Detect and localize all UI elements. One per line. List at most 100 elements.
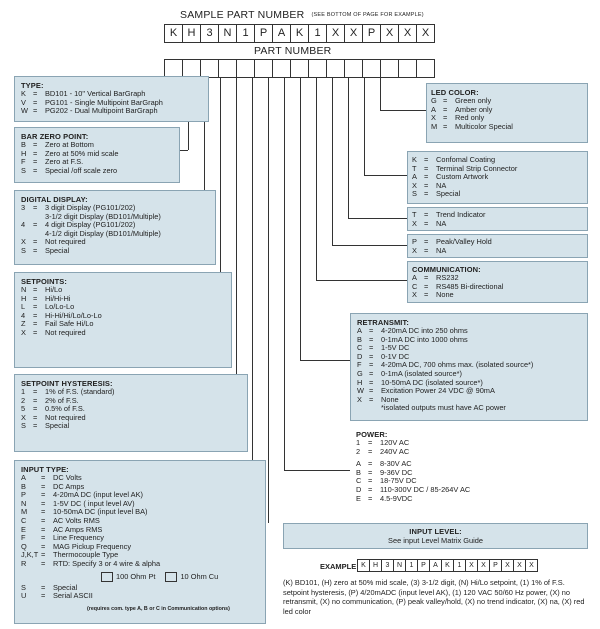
list-item: C=AC Volts RMS — [21, 515, 259, 526]
list-item: A=8-30V AC — [356, 460, 582, 469]
equals-sign: = — [41, 582, 46, 592]
option-code: B — [21, 481, 26, 491]
list-item: X=Not required — [21, 238, 209, 247]
option-desc: PG101 - Single Multipoint BarGraph — [45, 97, 163, 107]
part-number-cell[interactable] — [398, 59, 417, 78]
sample-cell: 1 — [308, 24, 327, 43]
equals-sign: = — [41, 481, 46, 491]
option-desc: Zero at Bottom — [45, 140, 94, 149]
option-desc: 0-1mA DC into 1000 ohms — [381, 334, 468, 344]
list-item: D=110-300V DC / 85-264V AC — [356, 485, 582, 495]
part-number-cell[interactable] — [416, 59, 435, 78]
option-desc: AC Volts RMS — [53, 515, 100, 525]
part-number-cell[interactable] — [218, 59, 237, 78]
option-desc: NA — [436, 218, 447, 228]
list-item: S=Special — [21, 582, 259, 593]
list-item: 5=0.5% of F.S. — [21, 405, 241, 414]
equals-sign: = — [33, 395, 38, 405]
list-item: 3-1/2 digit Display (BD101/Multiple) — [21, 212, 209, 222]
sample-cell: X — [326, 24, 345, 43]
part-number-cell[interactable] — [308, 59, 327, 78]
equals-sign: = — [369, 386, 374, 396]
list-item: B=0-1mA DC into 1000 ohms — [357, 334, 581, 345]
sample-cell: N — [218, 24, 237, 43]
option-code: N — [21, 285, 27, 294]
list-item: 4-1/2 digit Display (BD101/Multiple) — [21, 228, 209, 239]
list-item: L=Lo/Lo-Lo — [21, 303, 225, 312]
list-item: R=RTD: Specify 3 or 4 wire & alpha — [21, 558, 259, 569]
option-desc: Multicolor Special — [455, 121, 513, 131]
list-item: F=Zero at F.S. — [21, 158, 173, 167]
option-desc: Special — [53, 582, 78, 592]
option-desc: RTD: Specify 3 or 4 wire & alpha — [53, 558, 161, 568]
digital-display-title: DIGITAL DISPLAY: — [21, 195, 88, 204]
equals-sign: = — [424, 172, 429, 182]
option-desc: Trend Indicator — [436, 210, 486, 219]
option-code: L — [21, 302, 26, 312]
option-code: B — [21, 140, 26, 149]
option-code: K — [21, 89, 26, 98]
equals-sign: = — [41, 550, 46, 560]
list-item: X=None — [412, 291, 583, 300]
list-item: H=10-50mA DC (isolated source*) — [357, 377, 581, 388]
option-code: X — [412, 218, 417, 228]
equals-sign: = — [41, 541, 46, 551]
option-desc: Special — [45, 421, 70, 431]
sample-cell: P — [362, 24, 381, 43]
equals-sign: = — [41, 473, 46, 482]
option-code: X — [21, 327, 26, 337]
equals-sign: = — [424, 180, 429, 190]
rtd-option-cu[interactable]: 10 Ohm Cu — [165, 571, 218, 582]
option-desc: AC Amps RMS — [53, 524, 103, 534]
option-code: H — [357, 377, 363, 387]
part-number-cell[interactable] — [326, 59, 345, 78]
option-code: M — [21, 507, 28, 517]
list-item: 1=120V AC — [356, 438, 582, 448]
rtd-option-pt[interactable]: 100 Ohm Pt — [101, 571, 155, 582]
sample-cell: X — [398, 24, 417, 43]
option-desc: Hi-Hi/Hi/Lo/Lo-Lo — [45, 310, 102, 320]
option-desc: 4 digit Display (PG101/202) — [45, 220, 136, 230]
option-code: M — [431, 121, 438, 131]
option-code: G — [431, 96, 437, 105]
list-item: Q=MAG Pickup Frequency — [21, 541, 259, 552]
input-level-desc: See input Level Matrix Guide — [388, 536, 483, 545]
part-number-cell[interactable] — [380, 59, 399, 78]
list-item: E=AC Amps RMS — [21, 524, 259, 535]
part-number-cell[interactable] — [344, 59, 363, 78]
hysteresis-title: SETPOINT HYSTERESIS: — [21, 379, 113, 388]
option-desc: None — [436, 290, 454, 300]
checkbox-icon — [101, 571, 113, 582]
connector-line — [332, 77, 333, 245]
option-desc: Zero at 50% mid scale — [45, 148, 119, 158]
list-item: X=Not required — [21, 327, 225, 338]
connector-line — [236, 77, 237, 410]
option-code: P — [412, 237, 417, 246]
option-code: B — [356, 467, 361, 477]
equals-sign: = — [368, 493, 373, 503]
option-code: T — [412, 210, 417, 219]
option-desc: 0-1V DC — [381, 351, 410, 361]
list-item: 3=3 digit Display (PG101/202) — [21, 203, 209, 213]
part-number-cell[interactable] — [290, 59, 309, 78]
list-item: B=Zero at Bottom — [21, 140, 173, 150]
option-desc: Line Frequency — [53, 533, 104, 543]
option-code: F — [21, 157, 26, 167]
option-code: P — [21, 490, 26, 500]
option-desc: 1% of F.S. (standard) — [45, 387, 115, 396]
part-number-cell[interactable] — [272, 59, 291, 78]
sample-cell: A — [272, 24, 291, 43]
part-number-cell[interactable] — [362, 59, 381, 78]
part-number-cell[interactable] — [236, 59, 255, 78]
digital-display-section: DIGITAL DISPLAY: 3=3 digit Display (PG10… — [14, 190, 216, 265]
option-desc: Not required — [45, 412, 86, 422]
option-desc: 4-1/2 digit Display (BD101/Multiple) — [45, 228, 161, 238]
part-number-cell[interactable] — [254, 59, 273, 78]
list-item: X=Not required — [21, 412, 241, 423]
option-desc: PG202 - Dual Multipoint BarGraph — [45, 106, 158, 116]
